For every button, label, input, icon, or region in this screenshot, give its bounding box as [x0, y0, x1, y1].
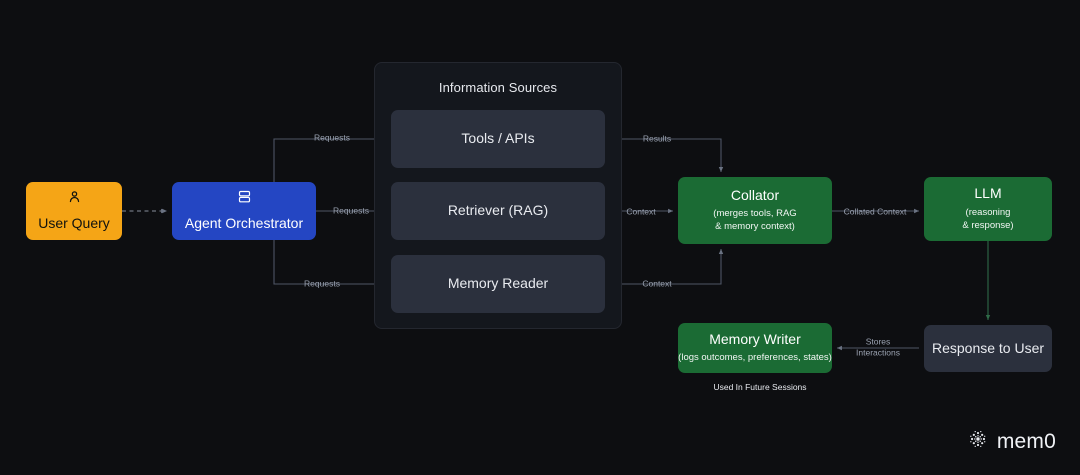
edge-label-requests-memory: Requests: [304, 278, 340, 289]
node-collator-sub-line1: (merges tools, RAG: [713, 208, 797, 220]
node-agent-orchestrator[interactable]: Agent Orchestrator: [172, 182, 316, 240]
user-icon: [67, 189, 82, 210]
edge-label-results: Results: [642, 133, 672, 144]
edge-label-stores-line1: Stores: [865, 336, 891, 347]
node-memory-writer-label: Memory Writer: [709, 330, 801, 347]
node-response-to-user-label: Response to User: [931, 339, 1045, 356]
information-sources-title: Information Sources: [438, 80, 558, 95]
node-user-query-label: User Query: [38, 215, 110, 232]
caption-future-sessions: Used In Future Sessions: [713, 382, 807, 392]
node-tools-apis-label: Tools / APIs: [461, 130, 535, 147]
node-collator-label: Collator: [730, 186, 780, 203]
edge-label-requests-retriever: Requests: [333, 205, 369, 216]
node-retriever-rag[interactable]: Retriever (RAG): [391, 182, 605, 240]
node-collator-sub-line2: & memory context): [715, 221, 795, 233]
brand-wordmark: mem0: [996, 429, 1056, 453]
node-tools-apis[interactable]: Tools / APIs: [391, 110, 605, 168]
node-memory-writer-sub: (logs outcomes, preferences, states): [678, 352, 832, 364]
server-stack-icon: [237, 189, 252, 210]
edge-label-stores-interactions: Stores Interactions: [856, 336, 900, 357]
node-user-query[interactable]: User Query: [26, 182, 122, 240]
node-agent-orchestrator-label: Agent Orchestrator: [184, 215, 304, 232]
node-memory-reader-label: Memory Reader: [447, 275, 549, 292]
node-collator[interactable]: Collator (merges tools, RAG & memory con…: [678, 177, 832, 244]
mem0-burst-icon: [967, 428, 989, 455]
node-retriever-rag-label: Retriever (RAG): [447, 202, 549, 219]
node-llm[interactable]: LLM (reasoning & response): [924, 177, 1052, 241]
node-llm-sub-line2: & response): [962, 219, 1014, 231]
node-memory-writer[interactable]: Memory Writer (logs outcomes, preference…: [678, 323, 832, 373]
edge-label-stores-line2: Interactions: [856, 347, 900, 357]
node-memory-reader[interactable]: Memory Reader: [391, 255, 605, 313]
edge-label-context-retriever: Context: [626, 206, 656, 217]
node-collator-sub: (merges tools, RAG & memory context): [713, 208, 796, 234]
node-llm-sub-line1: (reasoning: [965, 206, 1011, 218]
edge-label-collated-context: Collated Context: [843, 206, 907, 217]
edge-label-context-memory: Context: [642, 278, 672, 289]
node-llm-sub: (reasoning & response): [962, 207, 1013, 233]
edge-label-requests-tools: Requests: [314, 132, 350, 143]
node-response-to-user[interactable]: Response to User: [924, 325, 1052, 372]
node-llm-label: LLM: [974, 185, 1002, 202]
brand-logo: mem0: [967, 428, 1056, 455]
